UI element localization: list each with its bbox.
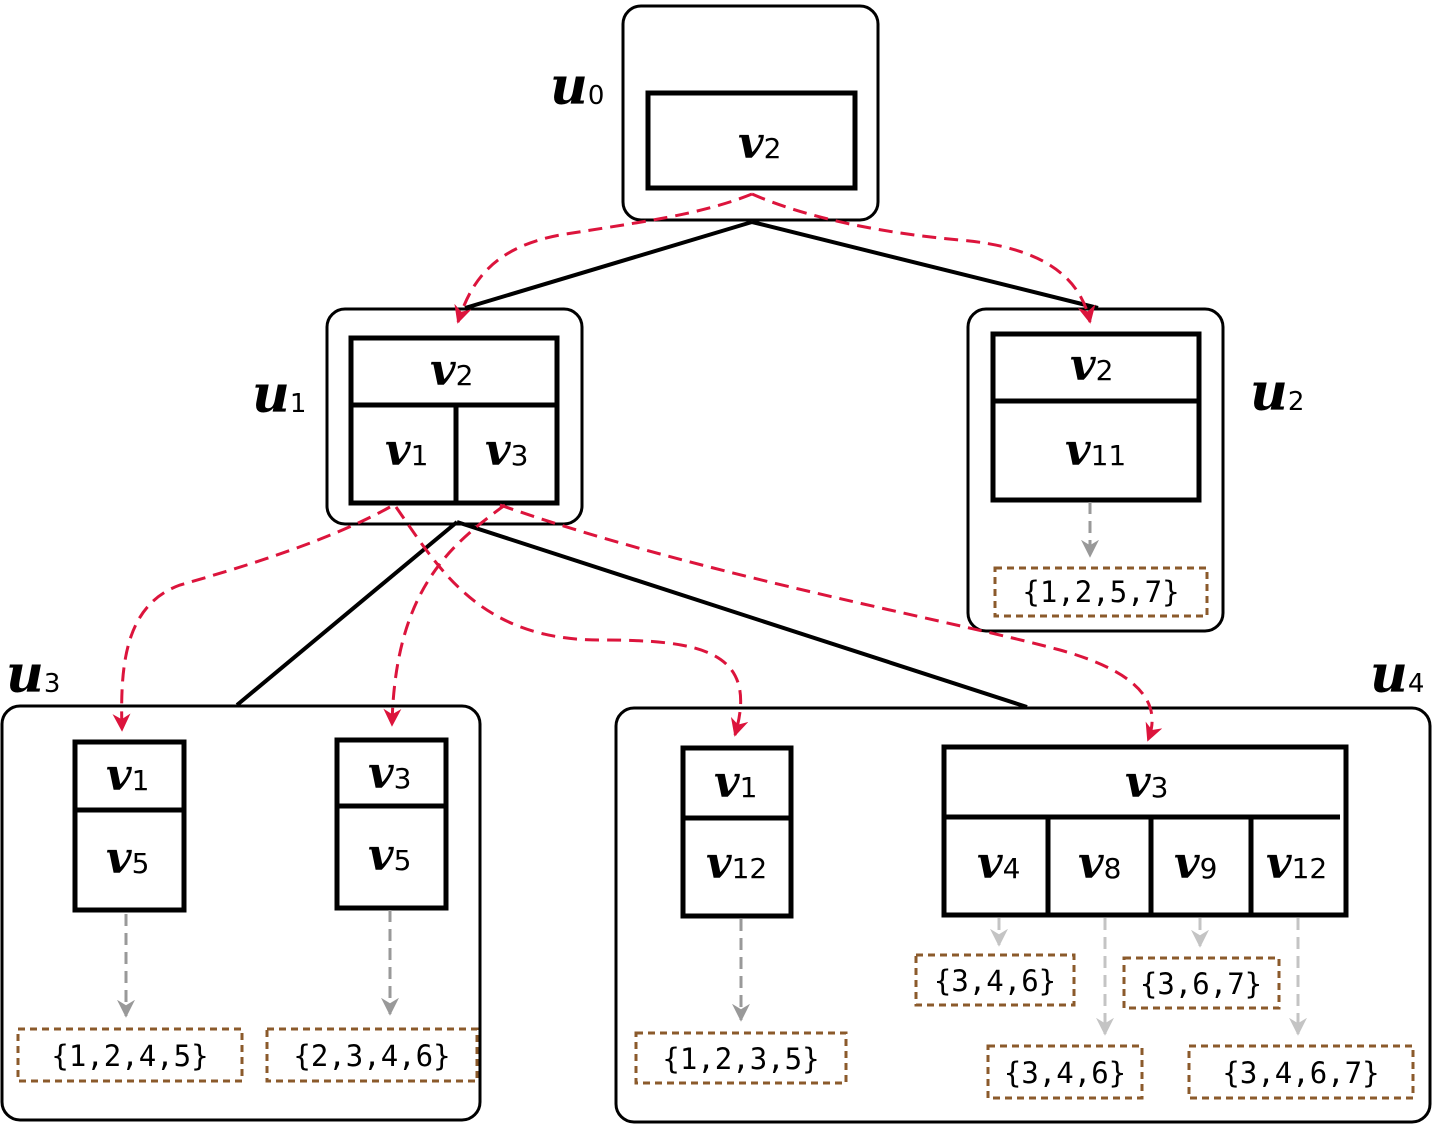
red-arrow-u1-v3-to-u4b [499,503,1163,742]
red-arrow-u1-v3-to-u3b [383,503,506,727]
node-label-u4: u4 [1370,644,1424,705]
set-box-u4b-v8 [986,1044,1144,1100]
tree-edge-u0-u1 [464,220,753,310]
label-u1-v2: v2 [430,345,473,396]
red-arrow-u1-v1-to-u3a [112,505,391,732]
set-box-u4a [634,1031,848,1085]
set-box-u3a [16,1027,244,1083]
node-label-u2: u2 [1250,362,1304,423]
cell-u3b-block [334,737,449,911]
set-text-u4b-v9: {3,6,7} [1140,967,1262,1001]
cell-u3a-block [72,739,187,913]
set-box-u4b-v4 [914,953,1076,1007]
set-text-u4b-v8: {3,4,6} [1004,1056,1126,1090]
red-arrow-u0-to-u2 [751,192,1096,324]
set-text-u3a: {1,2,4,5} [51,1039,208,1073]
cell-u4a-block [680,745,794,919]
tree-edge-u1-u3 [235,520,459,707]
node-label-u0: u0 [550,56,604,117]
red-arrow-u1-v1-to-u4a [394,506,749,737]
set-text-u3b: {2,3,4,6} [293,1039,450,1073]
set-box-u4b-v9 [1122,956,1281,1010]
label-u2-v11: v11 [1065,425,1126,476]
label-u3a-v1: v1 [106,750,149,801]
label-u3a-v5: v5 [106,833,149,884]
set-box-u3b [265,1027,479,1083]
label-u4a-v1: v1 [714,757,757,808]
red-arrow-u0-to-u1 [454,192,753,324]
label-u1-v3: v3 [485,425,528,476]
label-u4a-v12: v12 [706,838,767,889]
label-u1-v1: v1 [385,425,428,476]
set-box-u2 [993,566,1209,618]
tree-edge-u0-u2 [751,220,1099,310]
label-u4b-v4: v4 [977,838,1020,889]
label-u4b-v3: v3 [1125,757,1168,808]
label-u3b-v3: v3 [368,748,411,799]
node-label-u1: u1 [252,364,306,425]
cell-u0-v2 [645,90,858,191]
label-u0-v2: v2 [738,118,781,169]
cell-u2-block [990,331,1202,503]
set-text-u4b-v12: {3,4,6,7} [1222,1056,1379,1090]
cell-u4b-block [941,744,1349,918]
label-u2-v2: v2 [1070,340,1113,391]
label-u3b-v5: v5 [368,830,411,881]
tree-edge-u1-u4 [456,520,1028,709]
label-u4b-v9: v9 [1174,838,1217,889]
set-text-u2: {1,2,5,7} [1022,575,1179,609]
set-text-u4a: {1,2,3,5} [662,1042,819,1076]
label-u4b-v12: v12 [1266,838,1327,889]
set-box-u4b-v12 [1187,1044,1415,1100]
node-label-u3: u3 [6,644,60,705]
label-u4b-v8: v8 [1078,838,1121,889]
set-text-u4b-v4: {3,4,6} [934,964,1056,998]
